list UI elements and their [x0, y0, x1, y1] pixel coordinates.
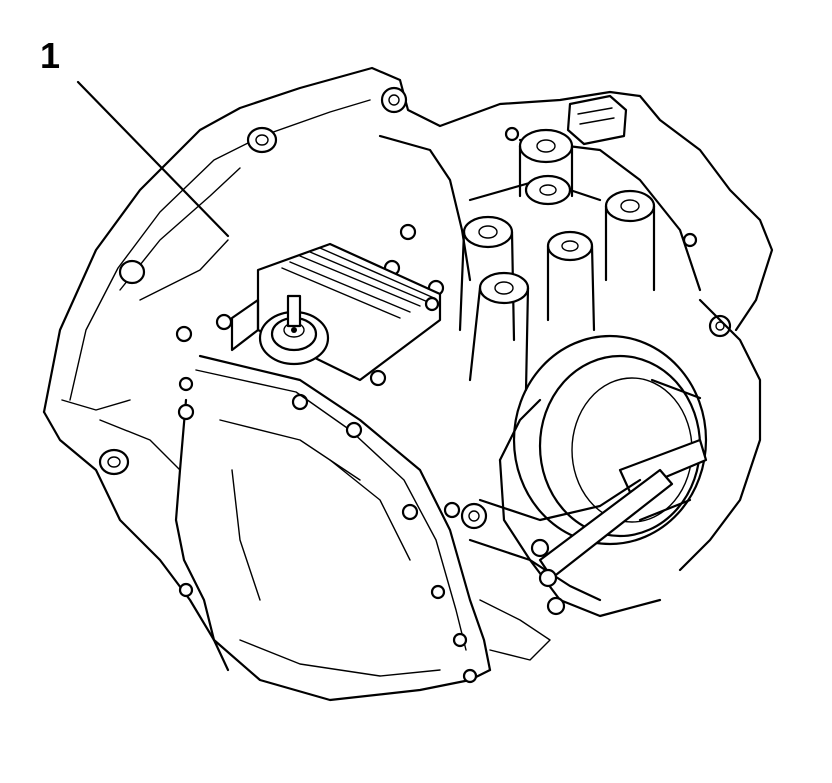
bell-housing [42, 66, 774, 672]
callout-label-1: 1 [40, 35, 61, 76]
case-bosses [378, 94, 732, 392]
side-cover [498, 298, 762, 618]
callout-leader-line-1 [76, 80, 230, 238]
valve-body-cover [175, 242, 442, 411]
shift-linkage [443, 468, 674, 661]
oil-pan [174, 354, 492, 702]
